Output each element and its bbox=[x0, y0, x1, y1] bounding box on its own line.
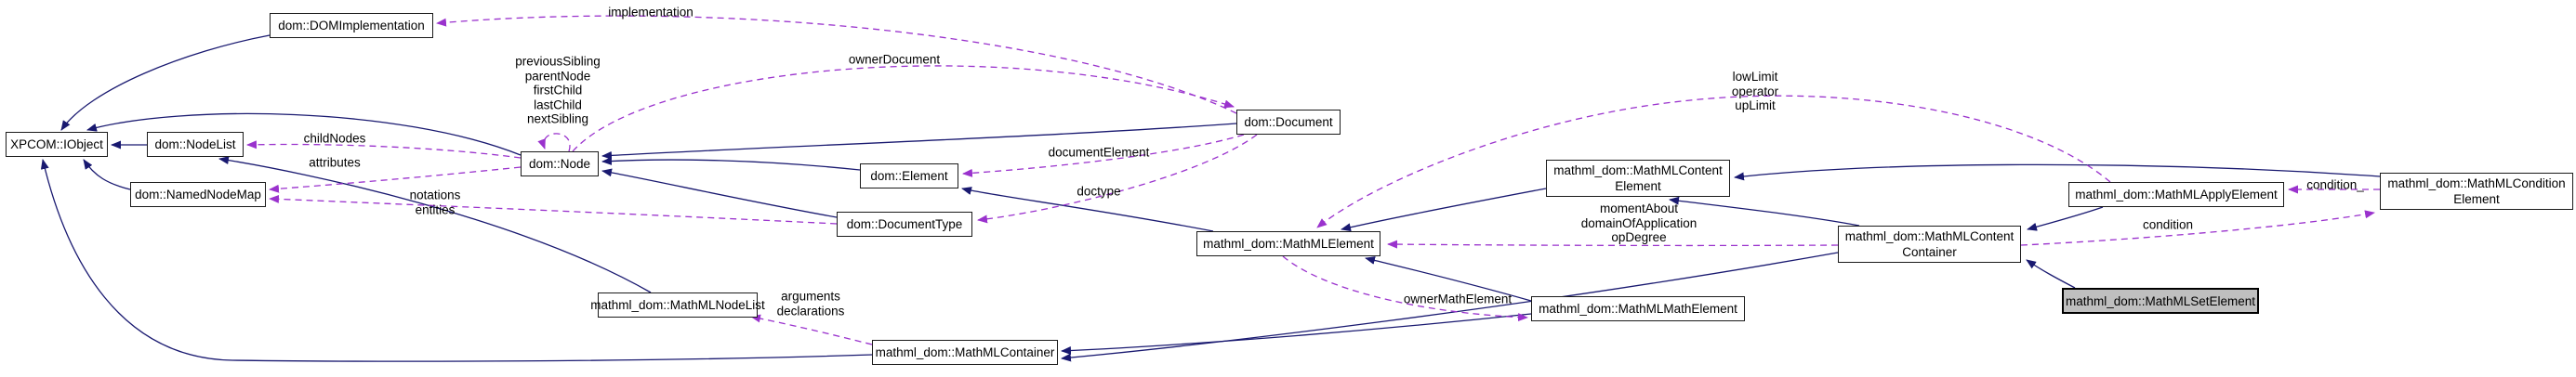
class-node-mathml-element[interactable]: mathml_dom::MathMLElement bbox=[1196, 231, 1380, 256]
edge-label-condition: condition bbox=[2142, 217, 2194, 232]
edge-label-attributes: attributes bbox=[309, 155, 361, 170]
edge-label-doctype: doctype bbox=[1077, 184, 1121, 199]
edge-label-child-nodes: childNodes bbox=[303, 131, 366, 146]
class-node-mathml-setelement: mathml_dom::MathMLSetElement bbox=[2062, 288, 2259, 314]
edge-label-owner-math-element: ownerMathElement bbox=[1403, 292, 1513, 306]
class-node-dom-domimplementation[interactable]: dom::DOMImplementation bbox=[270, 13, 433, 38]
edge-label-node-self-members: previousSibling parentNode firstChild la… bbox=[515, 54, 601, 126]
edge-inherit-element-to-node bbox=[601, 156, 861, 171]
class-node-dom-documenttype[interactable]: dom::DocumentType bbox=[837, 212, 972, 237]
edge-inherit-contentelement-to-mathmlelement bbox=[1341, 188, 1547, 232]
edge-label-content-members: momentAbout domainOfApplication opDegree bbox=[1580, 201, 1698, 244]
edge-label-condition-underscore: condition_ bbox=[2306, 177, 2364, 192]
edge-usage-momentabout-domain-opdegree bbox=[1387, 240, 1839, 249]
class-node-dom-node[interactable]: dom::Node bbox=[521, 151, 599, 176]
edge-inherit-namednodemap-to-iobject bbox=[83, 159, 131, 190]
class-node-mathml-mathelement[interactable]: mathml_dom::MathMLMathElement bbox=[1531, 296, 1745, 321]
edge-inherit-documenttype-to-node bbox=[601, 168, 838, 218]
edge-usage-doctype bbox=[977, 134, 1258, 224]
class-node-mathml-conditionelement[interactable]: mathml_dom::MathMLCondition Element bbox=[2380, 173, 2573, 210]
class-node-dom-namednodemap[interactable]: dom::NamedNodeMap bbox=[130, 182, 266, 207]
edge-inherit-document-to-node bbox=[601, 123, 1237, 160]
class-node-mathml-container[interactable]: mathml_dom::MathMLContainer bbox=[872, 340, 1058, 365]
edge-usage-ownermathelement bbox=[1282, 255, 1528, 322]
class-node-dom-document[interactable]: dom::Document bbox=[1236, 110, 1341, 135]
edge-label-arguments-declarations: arguments declarations bbox=[776, 289, 845, 318]
class-node-mathml-applyelement[interactable]: mathml_dom::MathMLApplyElement bbox=[2068, 182, 2284, 207]
class-node-mathml-contentcontainer[interactable]: mathml_dom::MathMLContent Container bbox=[1838, 226, 2021, 263]
class-node-dom-nodelist[interactable]: dom::NodeList bbox=[147, 132, 244, 157]
edge-inherit-contentcontainer-to-contentelement bbox=[1669, 196, 1860, 227]
edge-inherit-mathelement-to-mathmlcontainer bbox=[1061, 313, 1532, 356]
edge-inherit-mathmlelement-to-element bbox=[961, 187, 1214, 232]
edge-usage-lowlimit-operator-uplimit bbox=[1316, 95, 2111, 228]
edge-inherit-mathelement-to-mathmlelement bbox=[1365, 256, 1532, 302]
edge-label-implementation: implementation bbox=[608, 5, 694, 20]
edge-usage-notations-entities bbox=[269, 194, 838, 225]
edge-usage-ownerdocument bbox=[572, 65, 1235, 152]
class-node-xpcom-iobject[interactable]: XPCOM::IObject bbox=[6, 132, 108, 157]
edge-usage-implementation bbox=[436, 15, 1237, 114]
edge-inherit-node-to-iobject bbox=[86, 112, 522, 156]
edge-inherit-contentcontainer-to-mathmlcontainer bbox=[1061, 252, 1839, 362]
edge-label-notations-entities: notations entities bbox=[409, 188, 461, 217]
edge-usage-condition bbox=[2020, 210, 2375, 246]
edge-usage-attributes bbox=[269, 166, 522, 193]
edge-usage-childnodes bbox=[246, 140, 522, 159]
edge-inherit-setelement-to-contentcontainer bbox=[2026, 259, 2076, 289]
edge-usage-arguments-declarations bbox=[750, 314, 873, 345]
edge-inherit-conditionelement-to-contentelement bbox=[1734, 163, 2381, 181]
class-node-dom-element[interactable]: dom::Element bbox=[860, 163, 958, 188]
edge-inherit-applyelement-to-contentcontainer bbox=[2027, 206, 2104, 231]
class-node-mathml-nodelist[interactable]: mathml_dom::MathMLNodeList bbox=[590, 292, 765, 318]
edge-inherit-mathmlnodelist-to-nodelist bbox=[218, 156, 652, 293]
edge-label-owner-document: ownerDocument bbox=[848, 52, 941, 67]
edge-label-apply-limits: lowLimit operator upLimit bbox=[1731, 69, 1779, 112]
class-node-mathml-contentelement[interactable]: mathml_dom::MathMLContent Element bbox=[1546, 160, 1730, 197]
edge-usage-node-self-loop bbox=[537, 133, 571, 152]
edge-inherit-domimplementation-to-iobject bbox=[60, 34, 271, 131]
edge-inherit-mathmlcontainer-to-iobject bbox=[40, 159, 873, 362]
edge-label-document-element: documentElement bbox=[1048, 145, 1150, 160]
